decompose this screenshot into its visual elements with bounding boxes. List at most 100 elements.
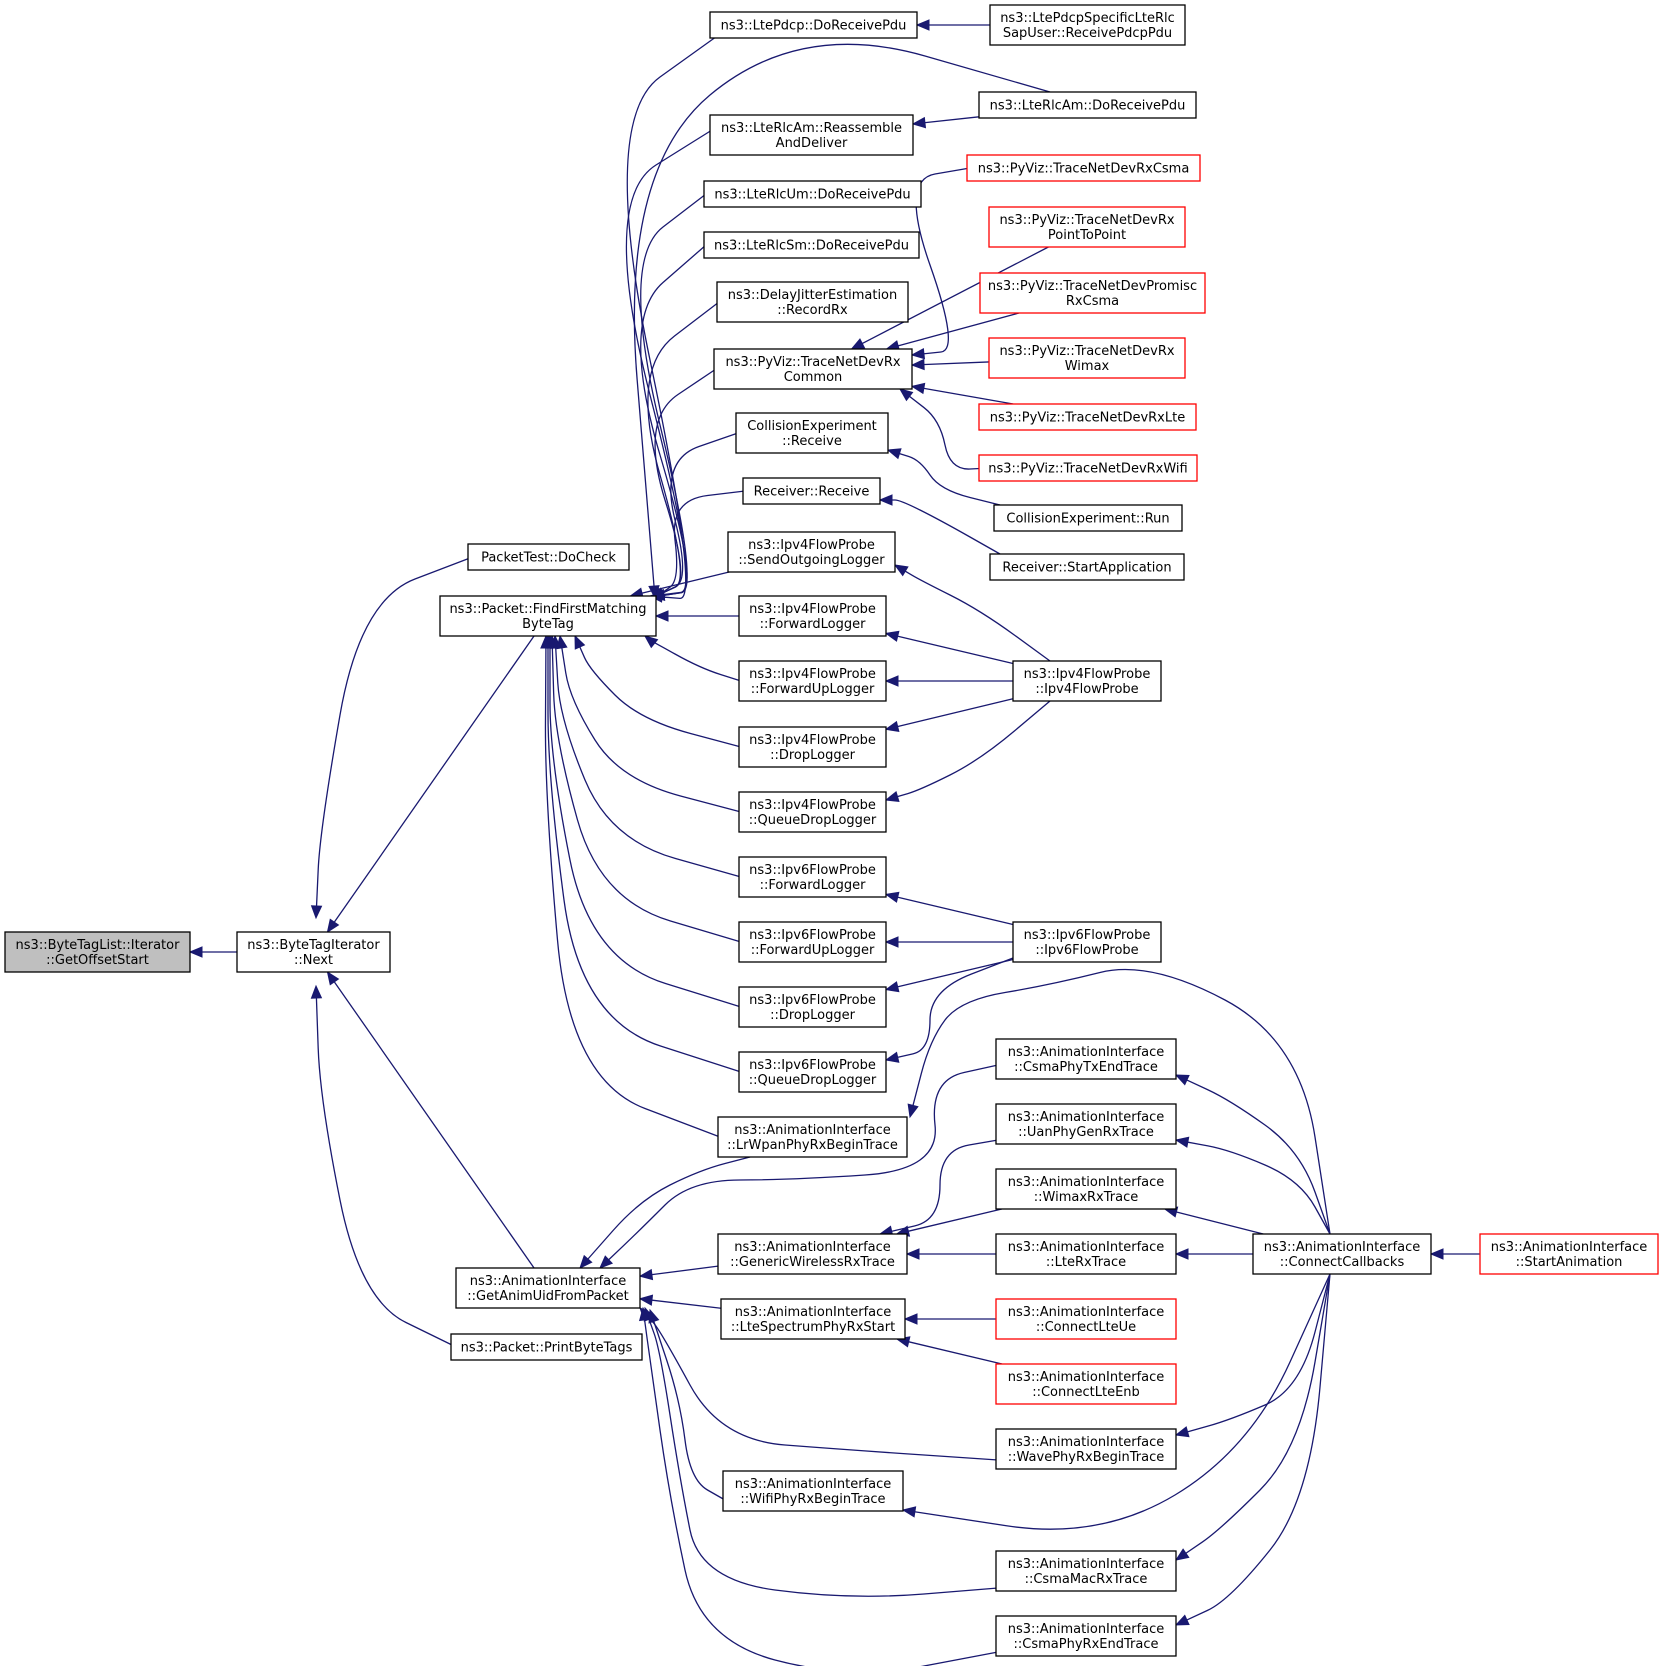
node-csmaphytxend[interactable]: ns3::AnimationInterface::CsmaPhyTxEndTra… bbox=[995, 1038, 1177, 1080]
node-box[interactable] bbox=[703, 180, 922, 208]
node-box[interactable] bbox=[735, 412, 889, 454]
node-connectlteue[interactable]: ns3::AnimationInterface::ConnectLteUe bbox=[995, 1298, 1177, 1340]
node-pyvizlte[interactable]: ns3::PyViz::TraceNetDevRxLte bbox=[978, 403, 1197, 431]
node-ipv4queuedrop[interactable]: ns3::Ipv4FlowProbe::QueueDropLogger bbox=[738, 791, 887, 833]
node-box[interactable] bbox=[995, 1103, 1177, 1145]
node-genericwireless[interactable]: ns3::AnimationInterface::GenericWireless… bbox=[717, 1233, 908, 1275]
node-box[interactable] bbox=[988, 337, 1186, 379]
node-ipv6queuedrop[interactable]: ns3::Ipv6FlowProbe::QueueDropLogger bbox=[738, 1051, 887, 1093]
node-box[interactable] bbox=[978, 454, 1198, 482]
node-getanimuid[interactable]: ns3::AnimationInterface::GetAnimUidFromP… bbox=[455, 1267, 641, 1309]
node-connectlteenb[interactable]: ns3::AnimationInterface::ConnectLteEnb bbox=[995, 1363, 1177, 1405]
node-pyvizcsma[interactable]: ns3::PyViz::TraceNetDevRxCsma bbox=[966, 154, 1201, 182]
node-csmaphyrxend[interactable]: ns3::AnimationInterface::CsmaPhyRxEndTra… bbox=[995, 1615, 1177, 1657]
node-box[interactable] bbox=[1012, 660, 1162, 702]
node-wavephy[interactable]: ns3::AnimationInterface::WavePhyRxBeginT… bbox=[995, 1428, 1177, 1470]
node-box[interactable] bbox=[722, 1470, 904, 1512]
node-box[interactable] bbox=[988, 206, 1186, 248]
node-box[interactable] bbox=[995, 1038, 1177, 1080]
node-ltespectrum[interactable]: ns3::AnimationInterface::LteSpectrumPhyR… bbox=[720, 1298, 906, 1340]
node-lrwpan[interactable]: ns3::AnimationInterface::LrWpanPhyRxBegi… bbox=[717, 1116, 908, 1158]
node-lterlcsm[interactable]: ns3::LteRlcSm::DoReceivePdu bbox=[703, 231, 920, 259]
node-ltepdcp[interactable]: ns3::LtePdcp::DoReceivePdu bbox=[709, 11, 918, 39]
node-box[interactable] bbox=[1252, 1233, 1432, 1275]
node-box[interactable] bbox=[709, 114, 914, 156]
node-box[interactable] bbox=[439, 595, 657, 637]
node-box[interactable] bbox=[995, 1428, 1177, 1470]
node-box[interactable] bbox=[966, 154, 1201, 182]
node-collisionrun[interactable]: CollisionExperiment::Run bbox=[993, 504, 1183, 532]
node-ipv6probe[interactable]: ns3::Ipv6FlowProbe::Ipv6FlowProbe bbox=[1012, 921, 1162, 963]
node-box[interactable] bbox=[995, 1363, 1177, 1405]
node-box[interactable] bbox=[742, 477, 881, 505]
node-box[interactable] bbox=[716, 281, 909, 323]
node-lterlcum[interactable]: ns3::LteRlcUm::DoReceivePdu bbox=[703, 180, 922, 208]
node-box[interactable] bbox=[1479, 1233, 1659, 1275]
node-box[interactable] bbox=[1012, 921, 1162, 963]
node-ipv6drop[interactable]: ns3::Ipv6FlowProbe::DropLogger bbox=[738, 986, 887, 1028]
node-wifiphy[interactable]: ns3::AnimationInterface::WifiPhyRxBeginT… bbox=[722, 1470, 904, 1512]
node-box[interactable] bbox=[4, 931, 191, 973]
node-box[interactable] bbox=[989, 553, 1185, 581]
node-box[interactable] bbox=[709, 11, 918, 39]
node-box[interactable] bbox=[738, 660, 887, 702]
node-next[interactable]: ns3::ByteTagIterator::Next bbox=[236, 931, 391, 973]
node-packettest[interactable]: PacketTest::DoCheck bbox=[467, 543, 630, 571]
node-box[interactable] bbox=[717, 1116, 908, 1158]
node-box[interactable] bbox=[978, 403, 1197, 431]
node-ipv6forwardup[interactable]: ns3::Ipv6FlowProbe::ForwardUpLogger bbox=[738, 921, 887, 963]
node-box[interactable] bbox=[450, 1333, 643, 1361]
node-box[interactable] bbox=[995, 1550, 1177, 1592]
node-box[interactable] bbox=[720, 1298, 906, 1340]
node-ipv4forward[interactable]: ns3::Ipv4FlowProbe::ForwardLogger bbox=[738, 595, 887, 637]
node-ipv4drop[interactable]: ns3::Ipv4FlowProbe::DropLogger bbox=[738, 726, 887, 768]
node-collisionrecv[interactable]: CollisionExperiment::Receive bbox=[735, 412, 889, 454]
node-csmamacrx[interactable]: ns3::AnimationInterface::CsmaMacRxTrace bbox=[995, 1550, 1177, 1592]
node-ltepdcpsap[interactable]: ns3::LtePdcpSpecificLteRlcSapUser::Recei… bbox=[989, 4, 1186, 46]
node-receiverrecv[interactable]: Receiver::Receive bbox=[742, 477, 881, 505]
node-box[interactable] bbox=[236, 931, 391, 973]
node-ipv4sendout[interactable]: ns3::Ipv4FlowProbe::SendOutgoingLogger bbox=[727, 531, 896, 573]
node-box[interactable] bbox=[738, 726, 887, 768]
node-box[interactable] bbox=[703, 231, 920, 259]
node-box[interactable] bbox=[717, 1233, 908, 1275]
node-ipv4probe[interactable]: ns3::Ipv4FlowProbe::Ipv4FlowProbe bbox=[1012, 660, 1162, 702]
node-box[interactable] bbox=[978, 91, 1197, 119]
node-wimaxrx[interactable]: ns3::AnimationInterface::WimaxRxTrace bbox=[995, 1168, 1177, 1210]
node-box[interactable] bbox=[455, 1267, 641, 1309]
node-box[interactable] bbox=[738, 986, 887, 1028]
node-lterlcamdo[interactable]: ns3::LteRlcAm::DoReceivePdu bbox=[978, 91, 1197, 119]
node-box[interactable] bbox=[738, 595, 887, 637]
node-box[interactable] bbox=[995, 1298, 1177, 1340]
node-box[interactable] bbox=[713, 348, 913, 390]
node-box[interactable] bbox=[738, 1051, 887, 1093]
node-root[interactable]: ns3::ByteTagList::Iterator::GetOffsetSta… bbox=[4, 931, 191, 973]
node-box[interactable] bbox=[727, 531, 896, 573]
node-ipv6forward[interactable]: ns3::Ipv6FlowProbe::ForwardLogger bbox=[738, 856, 887, 898]
node-connectcallbacks[interactable]: ns3::AnimationInterface::ConnectCallback… bbox=[1252, 1233, 1432, 1275]
node-box[interactable] bbox=[738, 856, 887, 898]
node-uanphygenrx[interactable]: ns3::AnimationInterface::UanPhyGenRxTrac… bbox=[995, 1103, 1177, 1145]
node-box[interactable] bbox=[995, 1168, 1177, 1210]
node-pyvizwifi[interactable]: ns3::PyViz::TraceNetDevRxWifi bbox=[978, 454, 1198, 482]
node-printbytetags[interactable]: ns3::Packet::PrintByteTags bbox=[450, 1333, 643, 1361]
node-lterx[interactable]: ns3::AnimationInterface::LteRxTrace bbox=[995, 1233, 1177, 1275]
node-box[interactable] bbox=[738, 921, 887, 963]
node-box[interactable] bbox=[467, 543, 630, 571]
node-box[interactable] bbox=[995, 1615, 1177, 1657]
node-startanimation[interactable]: ns3::AnimationInterface::StartAnimation bbox=[1479, 1233, 1659, 1275]
node-receiverstart[interactable]: Receiver::StartApplication bbox=[989, 553, 1185, 581]
node-box[interactable] bbox=[989, 4, 1186, 46]
node-box[interactable] bbox=[979, 272, 1206, 314]
node-delayjitter[interactable]: ns3::DelayJitterEstimation::RecordRx bbox=[716, 281, 909, 323]
node-box[interactable] bbox=[995, 1233, 1177, 1275]
node-box[interactable] bbox=[738, 791, 887, 833]
node-box[interactable] bbox=[993, 504, 1183, 532]
node-ipv4forwardup[interactable]: ns3::Ipv4FlowProbe::ForwardUpLogger bbox=[738, 660, 887, 702]
